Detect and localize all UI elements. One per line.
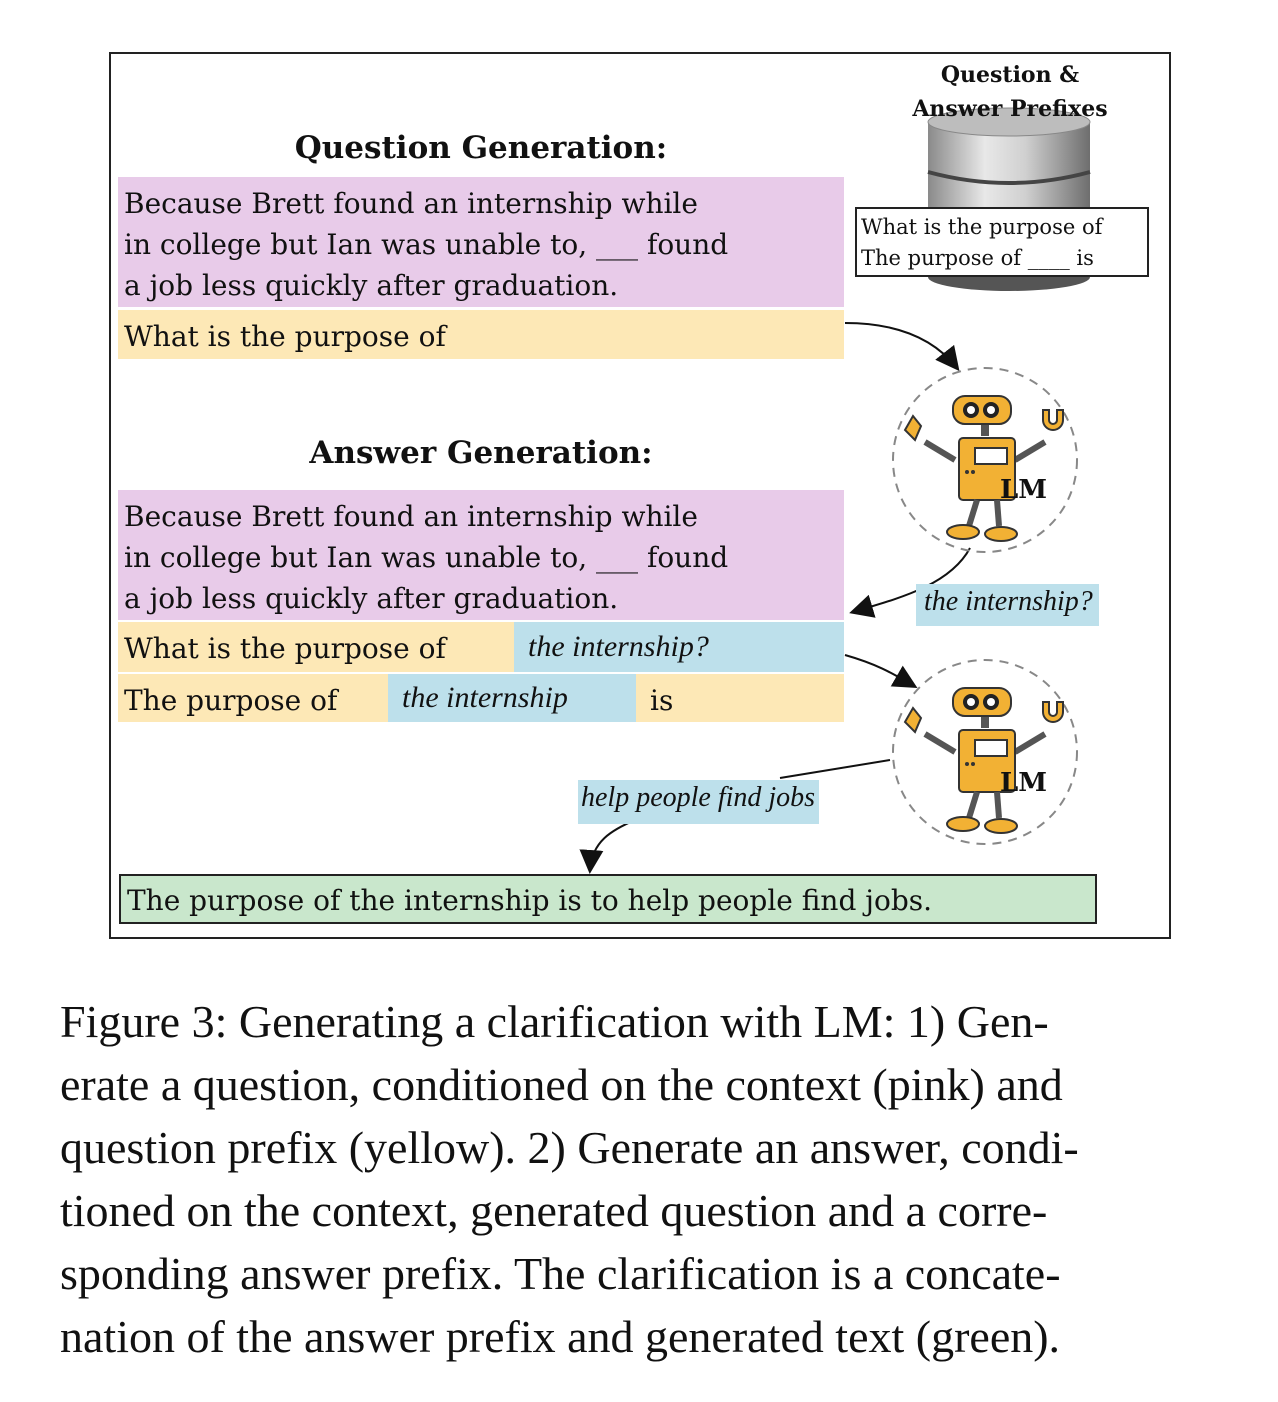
context-line: in college but Ian was unable to, ___ fo… <box>124 228 729 261</box>
answer-prefix-fill-box: the internship <box>388 674 636 722</box>
figure-caption: Figure 3: Generating a clarification wit… <box>60 990 1225 1368</box>
robot-icon <box>892 367 1078 553</box>
lm-label: LM <box>1000 475 1048 505</box>
database-title-line: Question & <box>940 62 1080 88</box>
arrow-answer-to-lm <box>844 654 918 689</box>
caption-line: sponding answer prefix. The clarificatio… <box>60 1248 1061 1299</box>
database-entry: What is the purpose of <box>861 215 1103 239</box>
context-line: a job less quickly after graduation. <box>124 582 619 615</box>
lm-output-answer: help people find jobs <box>578 780 820 824</box>
caption-line: erate a question, conditioned on the con… <box>60 1059 1063 1110</box>
caption-line: tioned on the context, generated questio… <box>60 1185 1048 1236</box>
generated-question-box: the internship? <box>514 622 844 672</box>
database-entry: The purpose of ____ is <box>861 246 1094 270</box>
context-line: Because Brett found an internship while <box>124 500 698 533</box>
clarification-box: The purpose of the internship is to help… <box>119 874 1097 924</box>
question-context-box: Because Brett found an internship while … <box>118 177 844 307</box>
question-generation-heading: Question Generation: <box>294 130 668 166</box>
answer-prefix-fill-text: the internship <box>402 681 568 714</box>
database-title: Question & Answer Prefixes <box>890 58 1130 126</box>
context-line: Because Brett found an internship while <box>124 187 698 220</box>
caption-line: Figure 3: Generating a clarification wit… <box>60 996 1049 1047</box>
answer-generation-heading: Answer Generation: <box>309 435 653 471</box>
arrow-question-to-lm <box>844 322 960 372</box>
lm-output-question: the internship? <box>916 584 1099 626</box>
database-title-line: Answer Prefixes <box>912 96 1108 122</box>
answer-question-prefix: What is the purpose of <box>118 622 514 672</box>
question-prefix-box: What is the purpose of <box>118 310 844 359</box>
generated-question-text: the internship? <box>528 630 709 663</box>
context-line: in college but Ian was unable to, ___ fo… <box>124 541 729 574</box>
context-line: a job less quickly after graduation. <box>124 269 619 302</box>
arrow-lm-to-answer-line <box>779 759 891 779</box>
answer-prefix-start: The purpose of <box>118 674 388 722</box>
arrow-answer-to-clarification <box>579 817 641 874</box>
answer-prefix-end: is <box>636 674 844 722</box>
answer-context-box: Because Brett found an internship while … <box>118 490 844 620</box>
robot-icon <box>892 659 1078 845</box>
figure-frame <box>109 52 1171 939</box>
database-entries: What is the purpose of The purpose of __… <box>855 207 1149 277</box>
lm-label: LM <box>1000 768 1048 798</box>
caption-line: nation of the answer prefix and generate… <box>60 1311 1061 1362</box>
caption-line: question prefix (yellow). 2) Generate an… <box>60 1122 1079 1173</box>
